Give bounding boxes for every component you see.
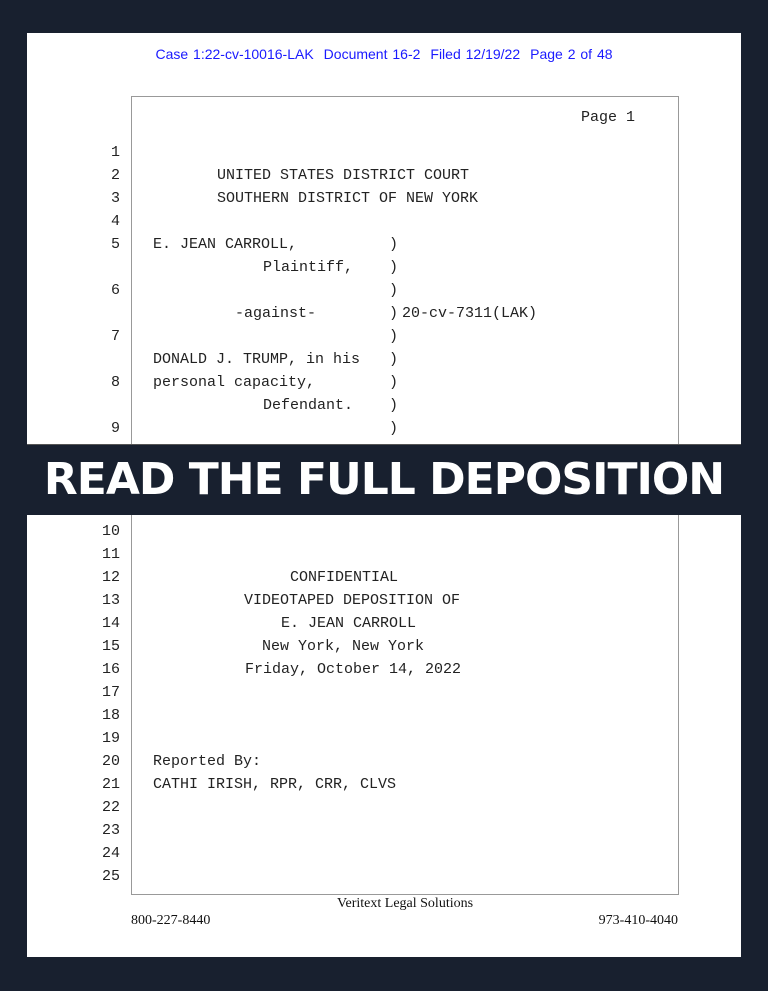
deposition-title: VIDEOTAPED DEPOSITION OF xyxy=(244,592,461,609)
footer-phone-left: 800-227-8440 xyxy=(131,913,211,928)
line-number: 1 xyxy=(110,144,120,161)
defendant-name: DONALD J. TRUMP, in his xyxy=(153,351,361,368)
line-number: 16 xyxy=(101,661,120,678)
line-number: 12 xyxy=(101,569,120,586)
confidential-label: CONFIDENTIAL xyxy=(290,569,399,586)
line-number: 15 xyxy=(101,638,120,655)
filed-date: Filed 12/19/22 xyxy=(430,46,521,62)
caption-bracket: ) xyxy=(389,420,399,437)
line-number: 13 xyxy=(101,592,120,609)
plaintiff-name: E. JEAN CARROLL, xyxy=(153,236,298,253)
caption-bracket: ) xyxy=(389,351,399,368)
line-number: 23 xyxy=(101,822,120,839)
caption-bracket: ) xyxy=(389,259,399,276)
line-number: 6 xyxy=(110,282,120,299)
deposition-date: Friday, October 14, 2022 xyxy=(245,661,462,678)
line-number: 18 xyxy=(101,707,120,724)
defendant-capacity: personal capacity, xyxy=(153,374,316,391)
caption-bracket: ) xyxy=(389,282,399,299)
footer-company: Veritext Legal Solutions xyxy=(336,896,474,911)
court-name: UNITED STATES DISTRICT COURT xyxy=(217,167,470,184)
line-number: 20 xyxy=(101,753,120,770)
line-number: 4 xyxy=(110,213,120,230)
line-number: 8 xyxy=(110,374,120,391)
caption-bracket: ) xyxy=(389,328,399,345)
against: -against- xyxy=(235,305,317,322)
line-number: 22 xyxy=(101,799,120,816)
line-number: 9 xyxy=(110,420,120,437)
document-number: Document 16-2 xyxy=(323,46,421,62)
line-number: 17 xyxy=(101,684,120,701)
case-number: Case 1:22-cv-10016-LAK xyxy=(155,46,314,62)
reporter-name: CATHI IRISH, RPR, CRR, CLVS xyxy=(153,776,397,793)
defendant-role: Defendant. xyxy=(263,397,354,414)
reported-by-label: Reported By: xyxy=(153,753,262,770)
caption-bracket: ) xyxy=(389,397,399,414)
line-number: 14 xyxy=(101,615,120,632)
line-number: 25 xyxy=(101,868,120,885)
line-number: 19 xyxy=(101,730,120,747)
page-count: Page 2 of 48 xyxy=(530,46,613,62)
line-number: 21 xyxy=(101,776,120,793)
line-number: 10 xyxy=(101,523,120,540)
line-number: 24 xyxy=(101,845,120,862)
case-number-caption: 20-cv-7311(LAK) xyxy=(402,305,538,322)
deponent-name: E. JEAN CARROLL xyxy=(281,615,417,632)
caption-bracket: ) xyxy=(389,305,399,322)
line-number: 11 xyxy=(101,546,120,563)
caption-bracket: ) xyxy=(389,236,399,253)
read-full-deposition-banner[interactable]: READ THE FULL DEPOSITION xyxy=(27,444,741,515)
line-number: 7 xyxy=(110,328,120,345)
court-filing-header: Case 1:22-cv-10016-LAK Document 16-2 Filed… xyxy=(0,46,768,62)
plaintiff-role: Plaintiff, xyxy=(263,259,354,276)
deposition-location: New York, New York xyxy=(262,638,425,655)
caption-bracket: ) xyxy=(389,374,399,391)
footer-phone-right: 973-410-4040 xyxy=(598,913,678,928)
line-number: 3 xyxy=(110,190,120,207)
line-number: 2 xyxy=(110,167,120,184)
transcript-page-label: Page 1 xyxy=(580,109,635,126)
district-name: SOUTHERN DISTRICT OF NEW YORK xyxy=(217,190,479,207)
line-number: 5 xyxy=(110,236,120,253)
